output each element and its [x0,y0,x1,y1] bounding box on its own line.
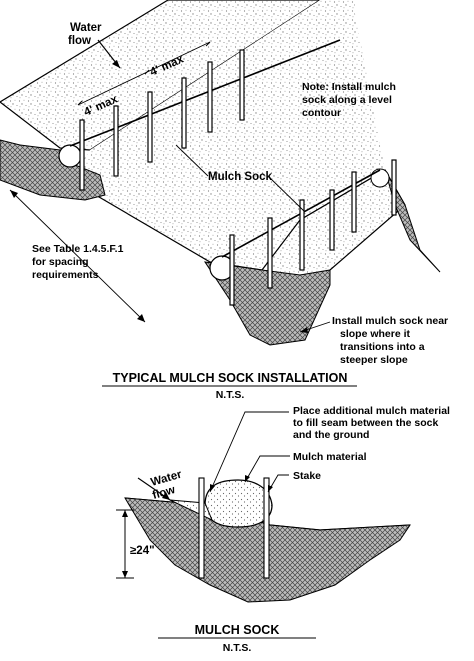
stake-leader [267,474,289,493]
bottom-figure-title: MULCH SOCK [195,623,280,637]
seam-leader [209,411,289,493]
material-leader [244,455,290,483]
mulch-sock-section [204,479,273,528]
top-figure-scale: N.T.S. [216,389,245,401]
spacing-dimension [77,41,211,106]
sock-end-upper-right [370,168,390,188]
mulch-sock-leader-left [175,144,209,177]
level-area [70,0,385,270]
depth-dimension [116,509,134,579]
mulch-material-callout: Mulch material [293,451,367,463]
left-soil-section [0,139,106,201]
table-dimension [9,189,146,323]
top-figure-title: TYPICAL MULCH SOCK INSTALLATION [113,371,348,385]
stakes-upper-row [79,49,245,191]
sock-end-left [58,144,82,168]
stakes-lower-row [229,159,397,306]
mulch-sock-leader-right [267,175,306,213]
bottom-figure-scale: N.T.S. [223,642,252,654]
water-flow-label-section: Waterflow [148,469,188,502]
stake-callout: Stake [293,470,321,482]
depth-label: ≥24" [130,545,155,557]
mulch-sock-label: Mulch Sock [208,171,273,183]
stakes-section [198,477,270,579]
right-soil-section [203,261,331,346]
